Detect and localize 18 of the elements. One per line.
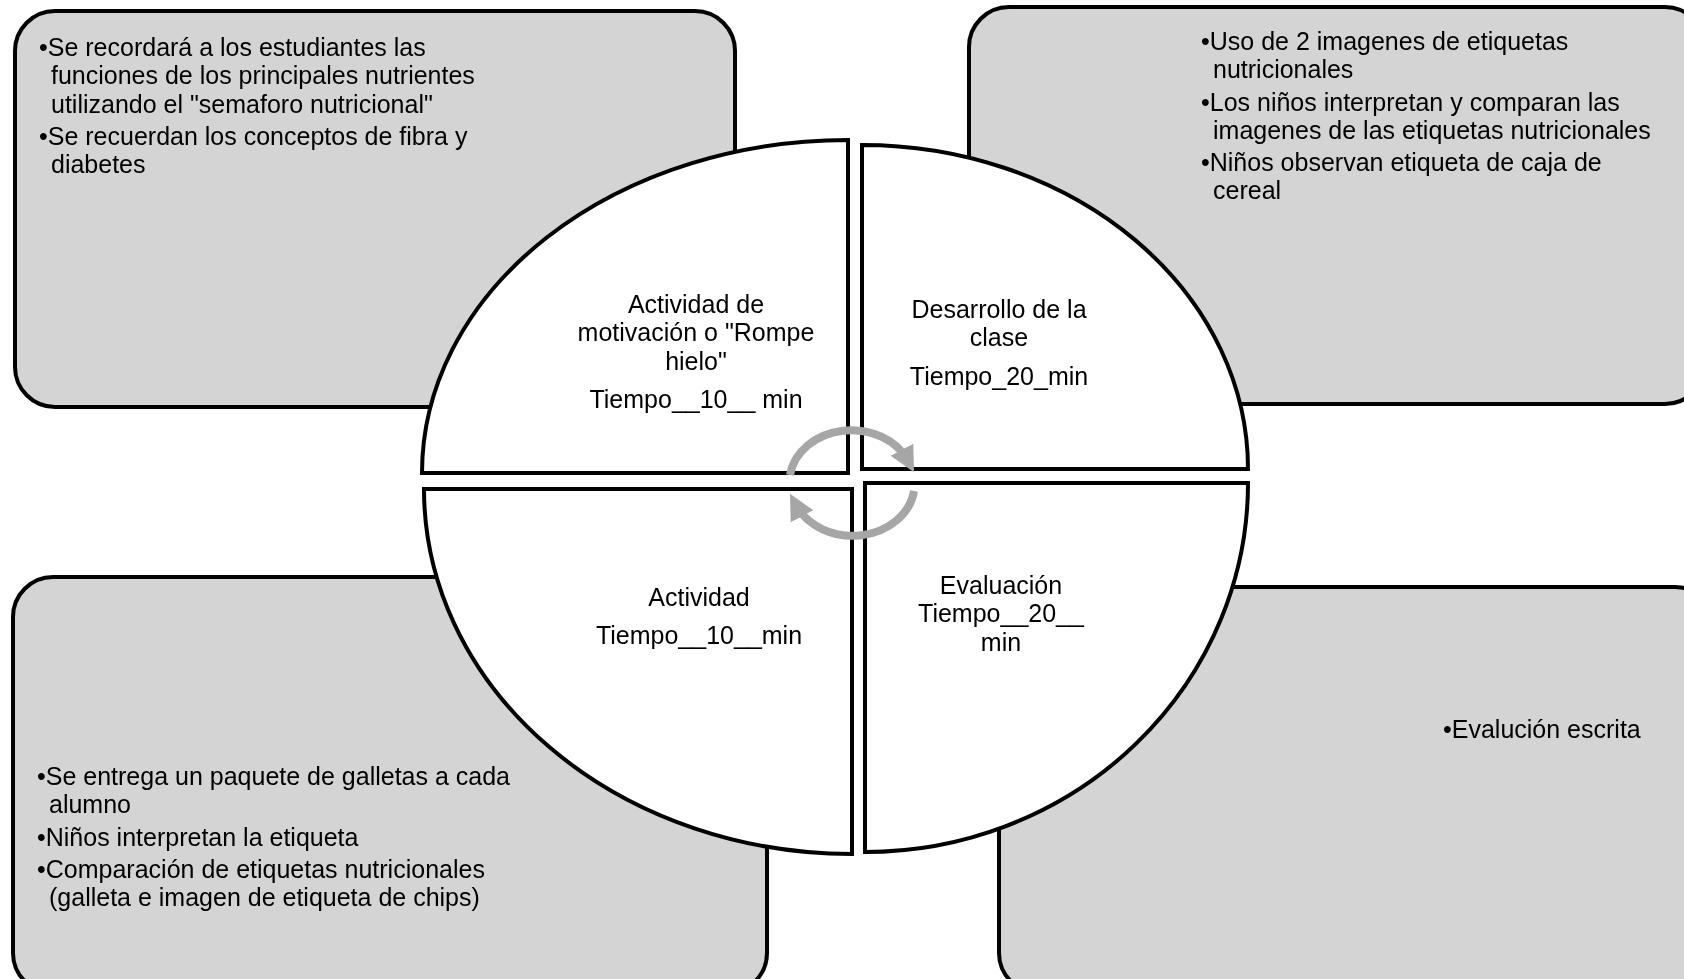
stage-title: Desarrollo de la clase xyxy=(910,295,1088,352)
bullet-point: •Los niños interpretan y comparan las imagenes de las etiquetas nutricionales xyxy=(1201,87,1651,144)
stage-title: Actividad xyxy=(647,583,751,612)
bullet-point: •Niños observan etiqueta de caja de cereal xyxy=(1201,148,1603,205)
time-label: Tiempo_20_min xyxy=(908,361,1090,390)
bullet-point: •Se recuerdan los conceptos de fibra y diabetes xyxy=(39,121,469,179)
bullet-point: •Se entrega un paquete de galletas a cada alumno xyxy=(37,762,511,819)
cycle-arrow xyxy=(789,490,918,540)
cycle-arrow xyxy=(786,426,915,476)
bullet-point: •Se recordará a los estudiantes las funciones de los principales nutrientes utilizando el "semaforo nutricional" xyxy=(39,33,476,118)
stage-title: Actividad de motivación o "Rompe hielo" xyxy=(576,290,816,375)
time-label: Tiempo__10__ min xyxy=(588,384,804,413)
bullet-point: •Evalución escrita xyxy=(1443,715,1642,744)
bullet-point: •Comparación de etiquetas nutricionales (galleta e imagen de etiqueta de chips) xyxy=(37,854,486,912)
time-label: Tiempo__10__min xyxy=(594,621,804,650)
stage-title: Evaluación Tiempo__20__ min xyxy=(917,571,1086,656)
bullet-point: •Niños interpretan la etiqueta xyxy=(37,822,360,851)
bullet-point: •Uso de 2 imagenes de etiquetas nutricionales xyxy=(1201,27,1570,84)
